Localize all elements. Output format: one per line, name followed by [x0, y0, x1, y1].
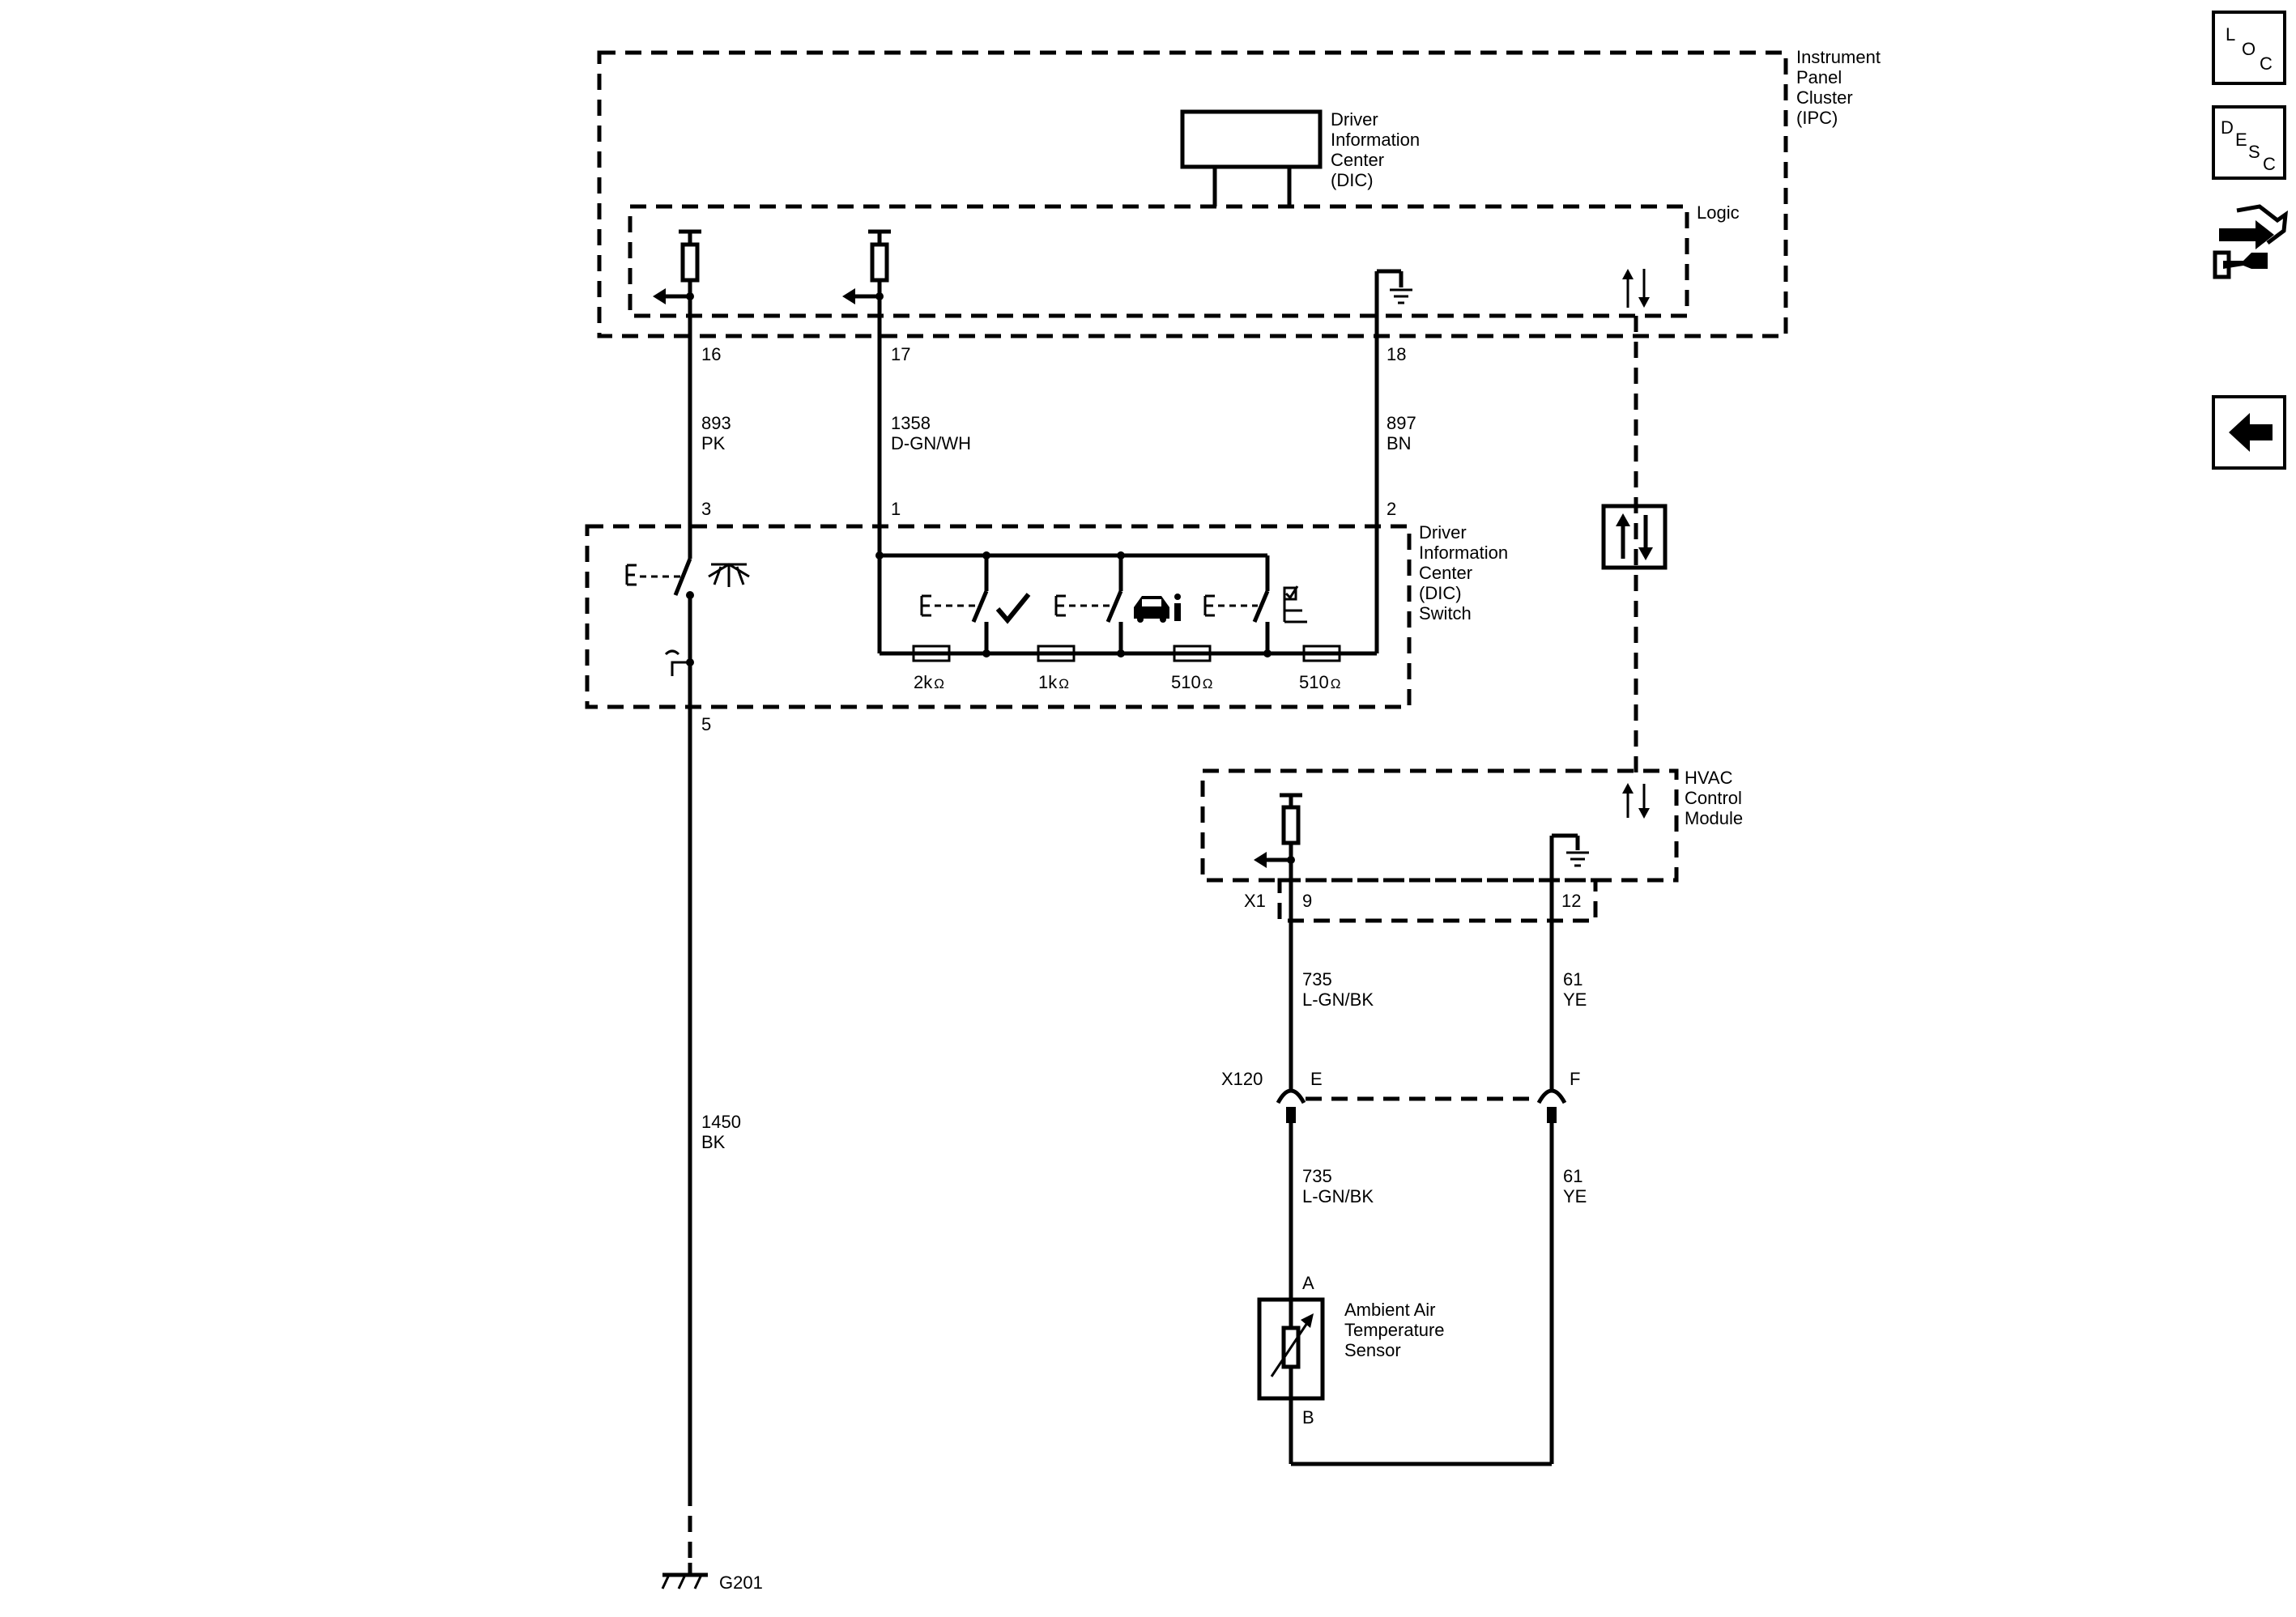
- wire-61-top-label: 61 YE: [1563, 969, 1588, 1010]
- connector-x120: [1276, 1088, 1567, 1123]
- ground-label: G201: [719, 1572, 763, 1593]
- pin-sensor-b: B: [1302, 1407, 1314, 1428]
- svg-text:E: E: [2235, 130, 2247, 150]
- svg-text:S: S: [2248, 142, 2260, 162]
- dic-display: Driver Information Center (DIC): [1180, 109, 1425, 206]
- ambient-air-temp-sensor: [1257, 1297, 1552, 1466]
- dic-switch-module: Driver Information Center (DIC) Switch: [585, 522, 1513, 709]
- check-icon: [995, 593, 1031, 624]
- connector-x120-label: X120: [1221, 1069, 1263, 1089]
- wire-893-label: 893 PK: [701, 413, 736, 453]
- sensor-label: Ambient Air Temperature Sensor: [1344, 1300, 1450, 1360]
- pin-x120-f: F: [1570, 1069, 1580, 1089]
- hvac-label: HVAC Control Module: [1685, 768, 1747, 828]
- pin-sw-1: 1: [891, 499, 901, 519]
- ipc-module: Instrument Panel Cluster (IPC): [597, 47, 1885, 338]
- ground-g201: [661, 1563, 708, 1589]
- svg-text:L: L: [2226, 24, 2235, 45]
- connector-wrench-icon[interactable]: [2213, 204, 2289, 279]
- pin-sw-5: 5: [701, 714, 711, 734]
- wire-735-bottom-label: 735 L-GN/BK: [1302, 1166, 1374, 1206]
- arrow-left-icon: [2229, 413, 2273, 452]
- vehicle-info-icon: [1134, 594, 1181, 623]
- pin-sw-3: 3: [701, 499, 711, 519]
- wire-1358-label: 1358 D-GN/WH: [891, 413, 971, 453]
- logic-label: Logic: [1697, 202, 1740, 223]
- back-button[interactable]: [2212, 395, 2286, 470]
- resistor-ladder: [875, 526, 1379, 662]
- svg-text:D: D: [2221, 117, 2234, 138]
- pin-hvac-9: 9: [1302, 891, 1312, 911]
- svg-text:C: C: [2260, 53, 2273, 74]
- ipc-pull-up-16: [653, 229, 701, 336]
- connector-x1: [1277, 878, 1598, 923]
- dic-label: Driver Information Center (DIC): [1331, 109, 1425, 190]
- wire-1450-label: 1450 BK: [701, 1112, 746, 1152]
- pin-hvac-12: 12: [1561, 891, 1581, 911]
- hvac-module: HVAC Control Module: [1200, 768, 1747, 917]
- serial-data-symbol: [1601, 504, 1668, 570]
- reset-select-icon: [1283, 585, 1307, 623]
- pin-ipc-16: 16: [701, 344, 721, 364]
- dic-switch-label: Driver Information Center (DIC) Switch: [1419, 522, 1513, 623]
- pin-ipc-17: 17: [891, 344, 910, 364]
- connector-x1-label: X1: [1244, 891, 1266, 911]
- wire-61-bottom-label: 61 YE: [1563, 1166, 1588, 1206]
- pin-sensor-a: A: [1302, 1273, 1314, 1293]
- logic-box: Logic: [628, 202, 1740, 318]
- ipc-ground-18: [1374, 269, 1412, 336]
- serial-data-arrows-ipc: [1622, 269, 1650, 308]
- pin-sw-2: 2: [1387, 499, 1396, 519]
- svg-text:C: C: [2263, 154, 2276, 174]
- description-button[interactable]: D E S C: [2212, 105, 2286, 180]
- pin-ipc-18: 18: [1387, 344, 1406, 364]
- ipc-label: Instrument Panel Cluster (IPC): [1796, 47, 1885, 128]
- wire-897-label: 897 BN: [1387, 413, 1421, 453]
- pin-x120-e: E: [1310, 1069, 1323, 1089]
- wire-735-top-label: 735 L-GN/BK: [1302, 969, 1374, 1010]
- location-button[interactable]: L O C: [2212, 11, 2286, 85]
- ipc-pull-up-17: [842, 229, 891, 336]
- svg-text:O: O: [2242, 39, 2256, 59]
